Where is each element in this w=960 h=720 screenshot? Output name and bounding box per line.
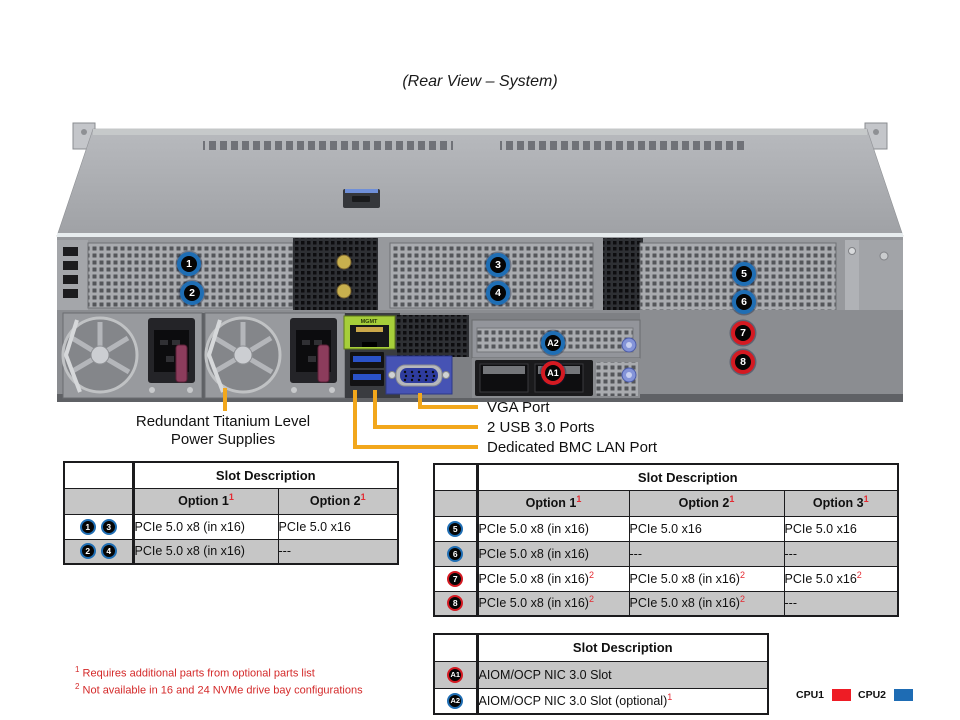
footnote-1: 1 Requires additional parts from optiona… (75, 665, 315, 680)
table-badge-1: 1 (79, 518, 96, 535)
psu-handle (63, 319, 82, 393)
rack-ear-left (72, 122, 96, 150)
diagram-badge-3: 3 (486, 253, 510, 277)
table-badge-8: 8 (447, 595, 464, 612)
psu-inlet (148, 318, 195, 383)
rack-ear-right (864, 122, 888, 150)
power-supply-2 (204, 312, 346, 399)
diagram-badge-1: 1 (177, 252, 201, 276)
vga-port (385, 355, 453, 395)
psu-latch (175, 344, 188, 383)
psu-latch (317, 344, 330, 383)
table-row: A1 AIOM/OCP NIC 3.0 Slot (433, 660, 769, 689)
vga-callout-line (418, 393, 478, 409)
diagram-badge-4: 4 (486, 281, 510, 305)
slot-table-aiom: Slot Description A1 AIOM/OCP NIC 3.0 Slo… (433, 633, 769, 715)
psu-inlet (290, 318, 337, 383)
vga-callout-label: VGA Port (487, 399, 550, 416)
chassis-bottom-band (57, 310, 903, 402)
right-col-option3: Option 31 (783, 489, 899, 517)
psu-callout-line2: Power Supplies (170, 430, 276, 448)
right-table-header: Slot Description (476, 463, 899, 491)
table-row: 8 PCIe 5.0 x8 (in x16)2 PCIe 5.0 x8 (in … (433, 590, 899, 617)
left-table-header: Slot Description (132, 461, 399, 489)
table-badge-a2: A2 (447, 692, 464, 709)
diagram-badge-6: 6 (732, 290, 756, 314)
diagram-badge-8: 8 (731, 350, 755, 374)
cpu-legend: CPU1 CPU2 (796, 689, 914, 701)
lid-latch (343, 189, 380, 208)
table-badge-6: 6 (447, 545, 464, 562)
cpu2-color-swatch (894, 689, 914, 701)
mgmt-label: MGMT (361, 319, 378, 325)
slot-table-5-8: Slot Description Option 11 Option 21 Opt… (433, 463, 899, 617)
table-badge-2: 2 (79, 543, 96, 560)
table-row: 6 PCIe 5.0 x8 (in x16) --- --- (433, 540, 899, 567)
diagram-badge-2: 2 (180, 281, 204, 305)
left-col-option1: Option 11 (132, 487, 279, 515)
bmc-lan-port: MGMT (343, 315, 396, 350)
table-row: 5 PCIe 5.0 x8 (in x16) PCIe 5.0 x16 PCIe… (433, 515, 899, 542)
mid-vent-strip-1 (293, 238, 378, 312)
page-title: (Rear View – System) (402, 73, 558, 90)
table-badge-5: 5 (447, 520, 464, 537)
aiom-table-header: Slot Description (476, 633, 769, 662)
cpu2-legend-label: CPU2 (858, 689, 887, 701)
lid-vents-left (203, 139, 453, 150)
right-col-option2: Option 21 (628, 489, 785, 517)
rear-io-area: MGMT (343, 313, 641, 398)
table-row: 7 PCIe 5.0 x8 (in x16)2 PCIe 5.0 x8 (in … (433, 565, 899, 592)
hex-screw (336, 254, 352, 270)
diagram-badge-5: 5 (732, 262, 756, 286)
diagram-badge-7: 7 (731, 321, 755, 345)
bmc-callout-label: Dedicated BMC LAN Port (487, 439, 658, 456)
diagram-badge-a1: A1 (541, 361, 565, 385)
diagram-badge-a2: A2 (541, 331, 565, 355)
power-supply-1 (61, 312, 203, 399)
footnote-2: 2 Not available in 16 and 24 NVMe drive … (75, 682, 363, 697)
table-badge-7: 7 (447, 570, 464, 587)
table-row: A2 AIOM/OCP NIC 3.0 Slot (optional)1 (433, 687, 769, 715)
cpu1-legend-label: CPU1 (796, 689, 825, 701)
usb-ports (350, 352, 384, 386)
right-col-option1: Option 11 (476, 489, 630, 517)
table-badge-3: 3 (100, 518, 117, 535)
chassis-lid (56, 128, 904, 237)
cpu1-color-swatch (832, 689, 852, 701)
psu-fan (212, 322, 274, 375)
thumbscrew (621, 367, 637, 383)
left-col-option2: Option 21 (277, 487, 399, 515)
psu-callout-line1: Redundant Titanium Level (135, 413, 311, 430)
bmc-callout-line (353, 390, 478, 449)
hex-screw (336, 283, 352, 299)
table-badge-a1: A1 (447, 666, 464, 683)
usb-callout-line (373, 390, 478, 429)
usb-callout-label: 2 USB 3.0 Ports (487, 419, 595, 436)
table-badge-4: 4 (100, 543, 117, 560)
lid-vents-right (500, 139, 746, 150)
thumbscrew (621, 337, 637, 353)
psu-fan (69, 322, 131, 375)
mid-vent-strip-2 (603, 238, 643, 312)
psu-callout-label: Redundant Titanium Level Power Supplies (118, 413, 328, 448)
psu-handle (206, 319, 225, 393)
